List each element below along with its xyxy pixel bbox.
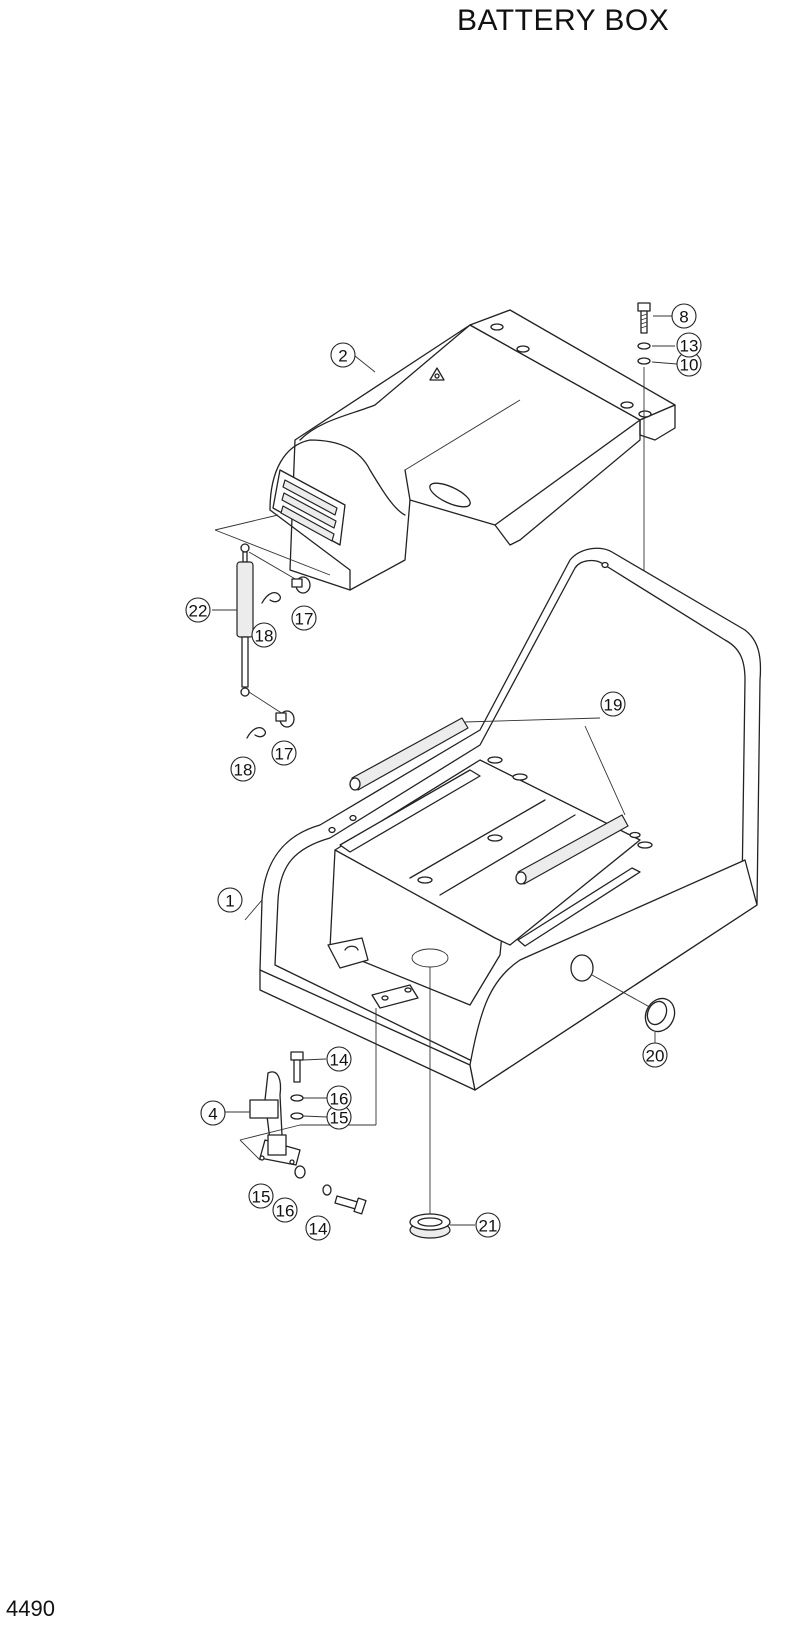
callout-label: 10 — [680, 356, 699, 375]
latch-assembly — [239, 1051, 376, 1215]
gas-strut-part — [236, 543, 298, 715]
callout-part-16-a: 16 — [326, 1085, 352, 1111]
callout-part-18-a: 18 — [251, 622, 277, 648]
callout-part-20: 20 — [642, 1042, 668, 1068]
callout-label: 17 — [275, 745, 294, 764]
callout-part-13: 13 — [676, 332, 702, 358]
callout-label: 17 — [295, 610, 314, 629]
callout-label: 13 — [680, 337, 699, 356]
callout-label: 15 — [330, 1109, 349, 1128]
callout-part-10: 10 — [676, 351, 702, 377]
callout-part-14-a: 14 — [326, 1046, 352, 1072]
callout-part-15-b: 15 — [248, 1183, 274, 1209]
callout-label: 18 — [255, 627, 274, 646]
callout-part-22: 22 — [185, 597, 211, 623]
callout-label: 19 — [604, 696, 623, 715]
callout-part-1: 1 — [217, 887, 243, 913]
callout-part-21: 21 — [475, 1212, 501, 1238]
callout-part-16-b: 16 — [272, 1197, 298, 1223]
grommet-20 — [644, 997, 676, 1033]
callout-label: 16 — [276, 1202, 295, 1221]
battery-cover-part — [214, 309, 676, 591]
callout-label: 14 — [330, 1051, 349, 1070]
callout-part-15-a: 15 — [326, 1104, 352, 1130]
cover-vent-grille — [272, 469, 346, 546]
callout-label: 18 — [234, 761, 253, 780]
callout-part-17-b: 17 — [271, 740, 297, 766]
callout-part-4: 4 — [200, 1100, 226, 1126]
diagram-title: BATTERY BOX — [457, 4, 670, 37]
callout-part-14-b: 14 — [305, 1215, 331, 1241]
callout-label: 1 — [225, 892, 234, 911]
callout-label: 4 — [208, 1105, 217, 1124]
callout-label: 8 — [679, 308, 688, 327]
callout-label: 2 — [338, 347, 347, 366]
grommet-21 — [409, 1213, 451, 1239]
battery-box-body — [259, 547, 762, 1215]
callout-label: 14 — [309, 1220, 328, 1239]
strut-pins — [246, 576, 311, 739]
callout-label: 22 — [189, 602, 208, 621]
callout-part-17-a: 17 — [291, 605, 317, 631]
callout-label: 21 — [479, 1217, 498, 1236]
callout-part-18-b: 18 — [230, 756, 256, 782]
callout-part-2: 2 — [330, 342, 356, 368]
callout-label: 15 — [252, 1188, 271, 1207]
callout-label: 16 — [330, 1090, 349, 1109]
rubber-strips — [349, 717, 629, 885]
callout-part-19: 19 — [600, 691, 626, 717]
callout-label: 20 — [646, 1047, 665, 1066]
callout-part-8: 8 — [671, 303, 697, 329]
page-number: 4490 — [6, 1596, 55, 1621]
callout-leaders — [212, 315, 678, 1226]
